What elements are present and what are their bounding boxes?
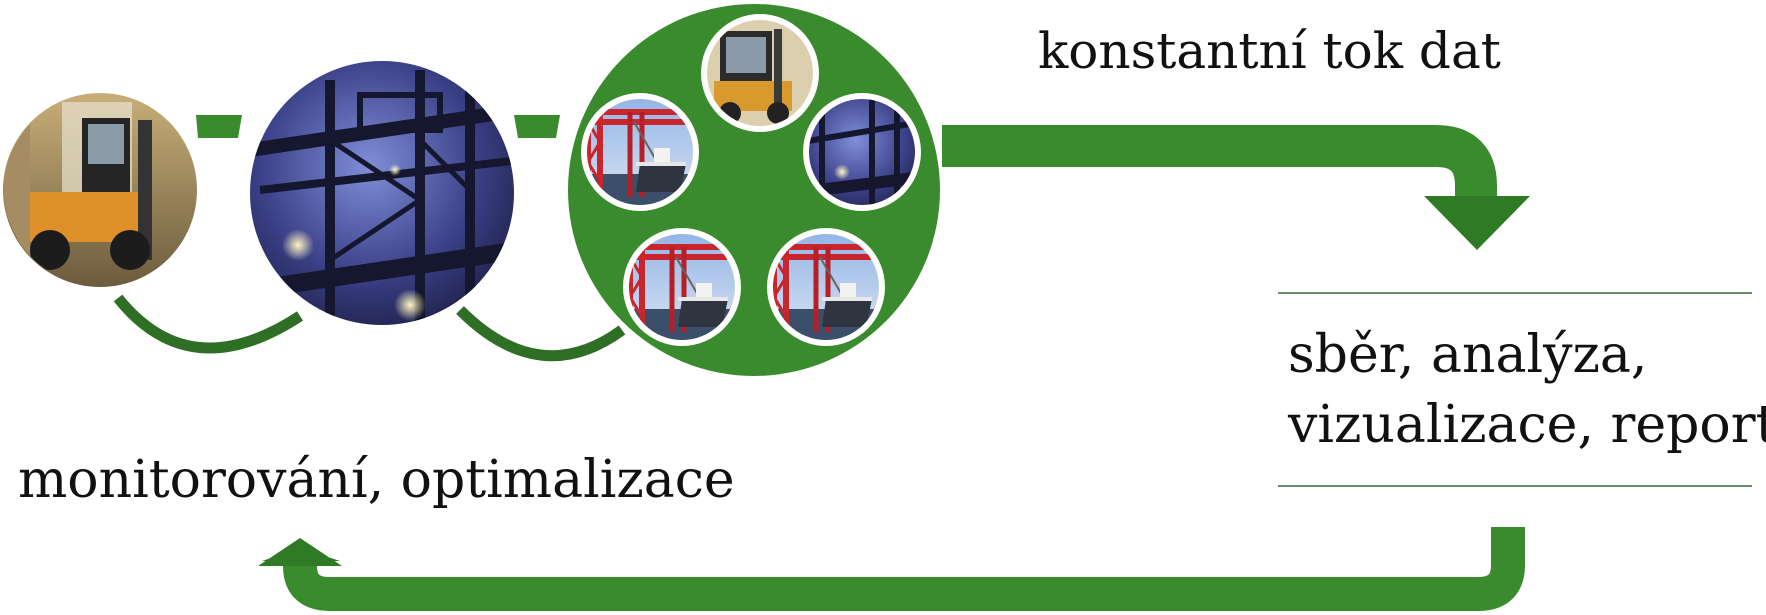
collection-label-line2: vizualizace, reporty [1288, 395, 1766, 455]
connector-arc [456, 306, 626, 362]
data-flow-label: konstantní tok dat [1038, 22, 1501, 80]
divider-top [1278, 292, 1752, 294]
data-flow-arrow [942, 125, 1530, 250]
port-crane-icon [623, 228, 741, 346]
connector-bar [196, 115, 242, 138]
return-arrow [258, 527, 1525, 611]
forklift-photo-icon [3, 93, 197, 287]
connector-bar [514, 115, 560, 138]
divider-bottom [1278, 485, 1752, 487]
collection-label: sběr, analýza, vizualizace, reporty [1288, 320, 1766, 460]
monitoring-label: monitorování, optimalizace [18, 450, 735, 510]
forklift-small-icon [701, 14, 819, 132]
steel-crane-night-photo-icon [250, 61, 514, 325]
port-crane-icon [581, 93, 699, 211]
port-hub-circle [568, 4, 940, 376]
steel-crane-small-icon [803, 93, 921, 211]
connector-arc [113, 294, 304, 354]
port-crane-icon [767, 228, 885, 346]
collection-label-line1: sběr, analýza, [1288, 325, 1648, 385]
